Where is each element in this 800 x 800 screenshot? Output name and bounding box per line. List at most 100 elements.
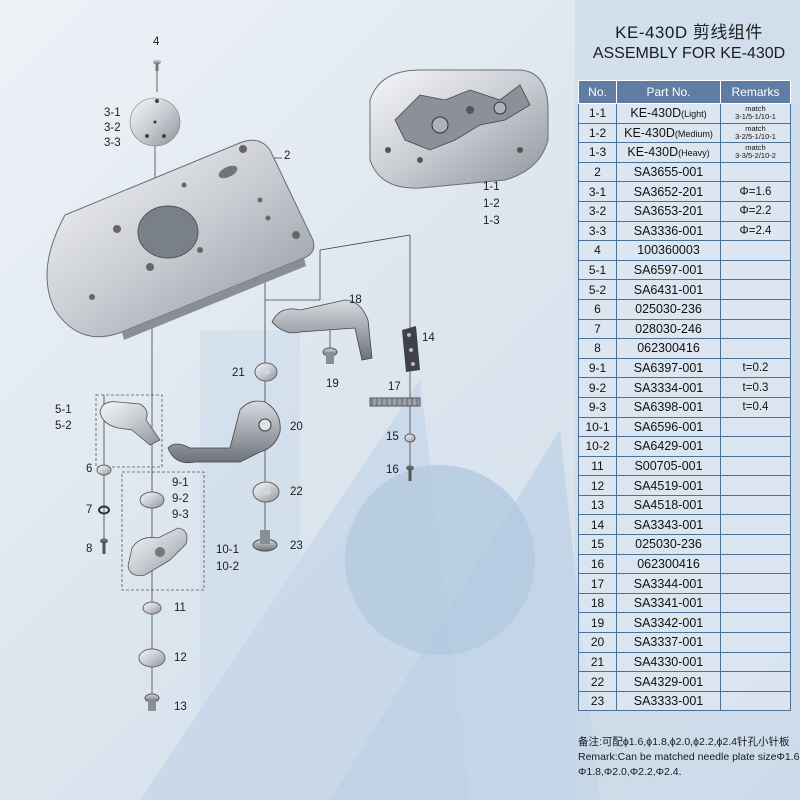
cell-part-no: SA4330-001: [616, 651, 721, 673]
title-english: ASSEMBLY FOR KE-430D: [592, 45, 786, 62]
cell-no: 15: [578, 534, 617, 555]
part-13-screw: [144, 693, 160, 711]
part-number: 025030-236: [635, 537, 702, 552]
cell-part-no: SA3333-001: [616, 690, 721, 712]
cell-no: 9-3: [578, 396, 617, 418]
label-3-2: 3-2: [104, 122, 121, 134]
part-12-washer: [138, 648, 166, 668]
part-18-lever: [271, 299, 373, 361]
part-number: SA3342-001: [633, 615, 704, 630]
cell-remark: [720, 259, 791, 281]
part-number: SA3336-001: [633, 223, 704, 238]
label-13: 13: [174, 701, 187, 713]
part-number: SA3341-001: [633, 596, 704, 611]
remark-match-label: match: [745, 104, 766, 114]
part-3-disk: [129, 97, 181, 147]
cell-part-no: SA3653-201: [616, 200, 721, 222]
cell-remark: [720, 436, 791, 457]
cell-remark: [720, 690, 791, 712]
part-number: SA4329-001: [633, 674, 704, 689]
part-number: SA3333-001: [633, 694, 704, 709]
part-number: SA3334-001: [633, 380, 704, 395]
cell-no: 5-2: [578, 279, 617, 300]
cell-no: 18: [578, 592, 617, 614]
remark-match-parts: 3-3/5-2/10-2: [735, 151, 776, 161]
label-1-2: 1-2: [483, 198, 500, 210]
cell-remark: [720, 161, 791, 183]
cell-remark: [720, 651, 791, 673]
cell-part-no: SA3337-001: [616, 632, 721, 653]
label-23: 23: [290, 540, 303, 552]
label-12: 12: [174, 652, 187, 664]
cell-part-no: SA3334-001: [616, 377, 721, 398]
cell-remark: t=0.2: [720, 357, 791, 379]
header-no: No.: [578, 80, 617, 104]
part-number: SA6429-001: [633, 439, 704, 454]
part-22-washer: [252, 481, 280, 503]
part-4-screw: [153, 59, 161, 71]
cell-remark: [720, 671, 791, 692]
cell-no: 10-2: [578, 436, 617, 457]
part-23-stud: [252, 530, 278, 552]
part-variant: (Heavy): [678, 148, 710, 159]
cell-part-no: SA3655-001: [616, 161, 721, 183]
part-number: KE-430D: [627, 145, 679, 160]
note-line-en-1: Remark:Can be matched needle plate sizeΦ…: [578, 751, 800, 763]
cell-part-no: KE-430D(Medium): [616, 122, 721, 144]
part-19-screw: [322, 347, 338, 364]
part-2-needle-plate: [46, 139, 315, 340]
label-10-1: 10-1: [216, 544, 240, 556]
cell-part-no: 062300416: [616, 338, 721, 359]
cell-no: 3-2: [578, 200, 617, 222]
part-number: SA6596-001: [633, 419, 704, 434]
cell-part-no: S00705-001: [616, 455, 721, 477]
label-10-2: 10-2: [216, 561, 240, 573]
label-9-3: 9-3: [172, 509, 189, 521]
group-box-5: [95, 394, 163, 468]
remark-match-label: match: [745, 143, 766, 153]
cell-remark: [720, 612, 791, 634]
cell-no: 3-1: [578, 181, 617, 202]
part-number: SA6597-001: [633, 263, 704, 278]
part-21-washer: [254, 362, 278, 382]
part-number: SA4519-001: [633, 478, 704, 493]
header-part-no: Part No.: [616, 80, 721, 104]
part-number: SA6398-001: [633, 400, 704, 415]
cell-part-no: SA3342-001: [616, 612, 721, 634]
cell-remark: [720, 514, 791, 536]
cell-part-no: SA4519-001: [616, 475, 721, 496]
part-6-washer: [96, 464, 112, 476]
label-11: 11: [174, 602, 186, 614]
cell-remark: t=0.3: [720, 377, 791, 398]
part-number: SA3343-001: [633, 517, 704, 532]
table-header-row: No. Part No. Remarks: [578, 80, 791, 104]
cell-no: 9-1: [578, 357, 617, 379]
assembly-photo: [369, 69, 549, 189]
label-9-2: 9-2: [172, 493, 189, 505]
cell-remark: [720, 416, 791, 438]
cell-no: 1-1: [578, 103, 617, 124]
cell-part-no: SA6398-001: [616, 396, 721, 418]
cell-remark: [720, 632, 791, 653]
label-4: 4: [153, 36, 160, 48]
cell-no: 7: [578, 318, 617, 340]
